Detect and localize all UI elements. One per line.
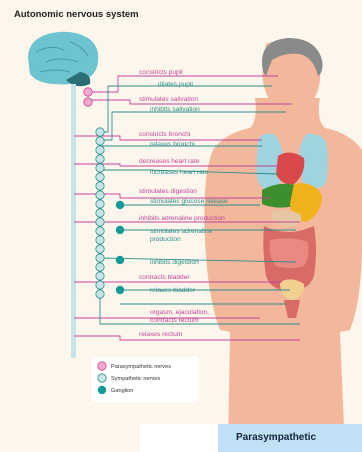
legend-svg: Parasympathetic nerves Sympathetic nerve… xyxy=(92,357,198,402)
label-stimulates-adrenaline-line2: production xyxy=(150,236,181,243)
label-orgasm-line2: contracts rectum xyxy=(150,317,199,324)
legend-sympathetic-swatch xyxy=(98,374,106,382)
legend-parasympathetic-label: Parasympathetic nerves xyxy=(111,364,171,370)
legend-ganglion-label: Ganglion xyxy=(111,388,133,394)
label-inhibits-adrenaline-production: inhibits adrenaline production xyxy=(139,215,225,222)
label-stimulates-salivation: stimulates salivation xyxy=(139,96,198,103)
parasympathetic-ganglia xyxy=(84,88,92,106)
label-orgasm-line1: orgasm, ejaculation, xyxy=(150,309,209,316)
label-contracts-bladder: contracts bladder xyxy=(139,274,190,281)
label-relaxes-bladder: relaxes bladder xyxy=(150,287,196,294)
bottom-white-panel xyxy=(140,424,230,452)
label-inhibits-digestion: inhibits digestion xyxy=(150,259,199,266)
parasympathetic-panel-title: Parasympathetic xyxy=(236,432,316,443)
label-relaxes-bronchi: relaxes bronchi xyxy=(150,141,195,148)
label-constricts-pupil: constricts pupil xyxy=(139,69,183,76)
legend-ganglion-swatch xyxy=(98,386,106,394)
legend-sympathetic-label: Sympathetic nerves xyxy=(111,376,160,382)
legend: Parasympathetic nerves Sympathetic nerve… xyxy=(92,357,198,402)
collateral-ganglia xyxy=(116,201,124,294)
label-relaxes-rectum: relaxes rectum xyxy=(139,331,183,338)
label-constricts-bronchi: constricts bronchi xyxy=(139,131,191,138)
label-stimulates-digestion: stimulates digestion xyxy=(139,188,197,195)
label-stimulates-glucose-release: stimulates glucose release xyxy=(150,198,228,205)
label-increases-heart-rate: increases heart rate xyxy=(150,169,209,176)
sympathetic-chain xyxy=(96,128,104,300)
brain xyxy=(28,32,98,87)
label-dilates-pupil: dilates pupil xyxy=(158,81,193,88)
label-stimulates-adrenaline-line1: stimulates adrenaline xyxy=(150,228,213,235)
label-decreases-heart-rate: decreases heart rate xyxy=(139,158,200,165)
label-inhibits-salivation: inhibits salivation xyxy=(150,106,200,113)
spinal-cord xyxy=(71,84,76,358)
legend-parasympathetic-swatch xyxy=(98,362,106,370)
